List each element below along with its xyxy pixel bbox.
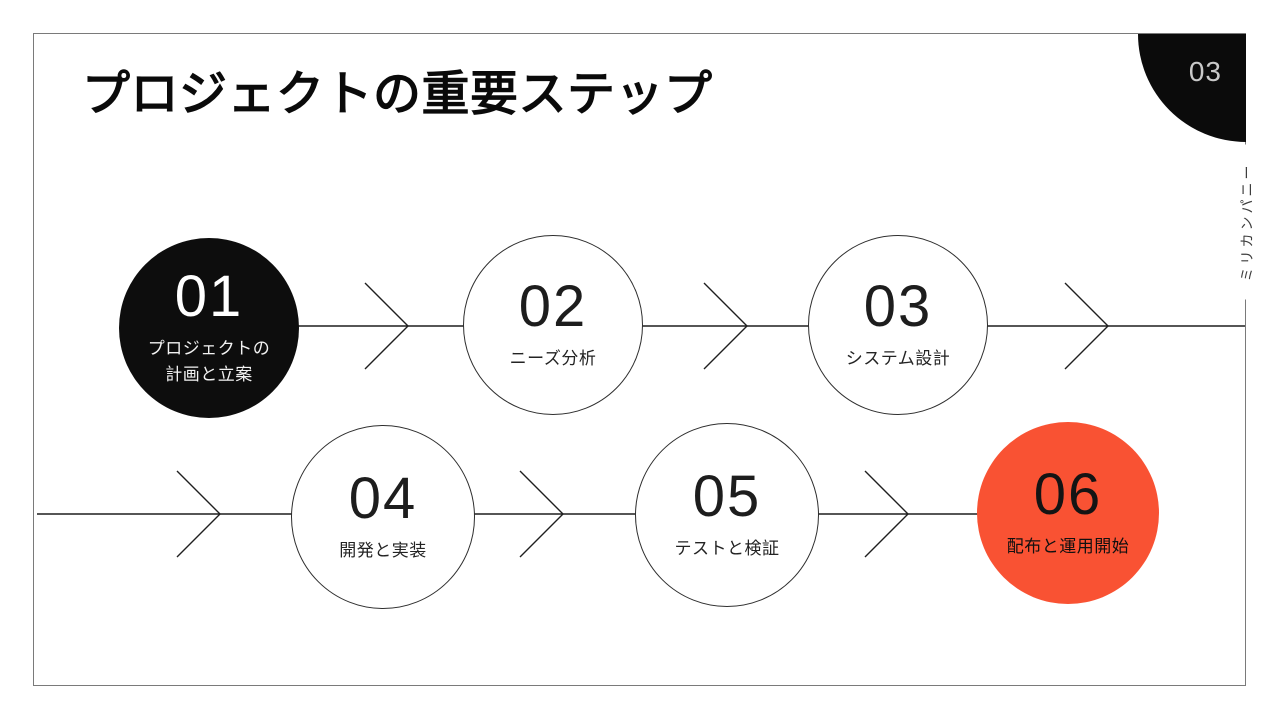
chevron-right-icon [364, 282, 409, 370]
step-label: テストと検証 [674, 538, 780, 558]
step-number: 03 [863, 273, 933, 339]
company-name-vertical: ミリカンパニー [1239, 144, 1255, 300]
step-number: 02 [518, 273, 588, 339]
chevron-right-icon [176, 470, 221, 558]
step-number: 01 [174, 263, 244, 329]
step-circle-1: 01 プロジェクトの 計画と立案 [119, 238, 299, 418]
step-number: 04 [348, 465, 418, 531]
step-circle-2: 02 ニーズ分析 [463, 235, 643, 415]
page-number: 03 [1188, 56, 1222, 87]
step-label: 配布と運用開始 [1006, 536, 1130, 556]
chevron-right-icon [1064, 282, 1109, 370]
step-circle-4: 04 開発と実装 [291, 425, 475, 609]
chevron-right-icon [703, 282, 748, 370]
chevron-right-icon [519, 470, 564, 558]
step-number: 05 [692, 463, 762, 529]
step-label: 開発と実装 [339, 540, 427, 560]
step-number: 06 [1033, 461, 1103, 527]
step-circle-5: 05 テストと検証 [635, 423, 819, 607]
step-label: プロジェクトの 計画と立案 [147, 338, 271, 384]
page-title: プロジェクトの重要ステップ [82, 68, 713, 121]
step-circle-6: 06 配布と運用開始 [977, 422, 1159, 604]
step-label: ニーズ分析 [509, 348, 597, 368]
step-circle-3: 03 システム設計 [808, 235, 988, 415]
chevron-right-icon [864, 470, 909, 558]
step-label: システム設計 [845, 348, 951, 368]
